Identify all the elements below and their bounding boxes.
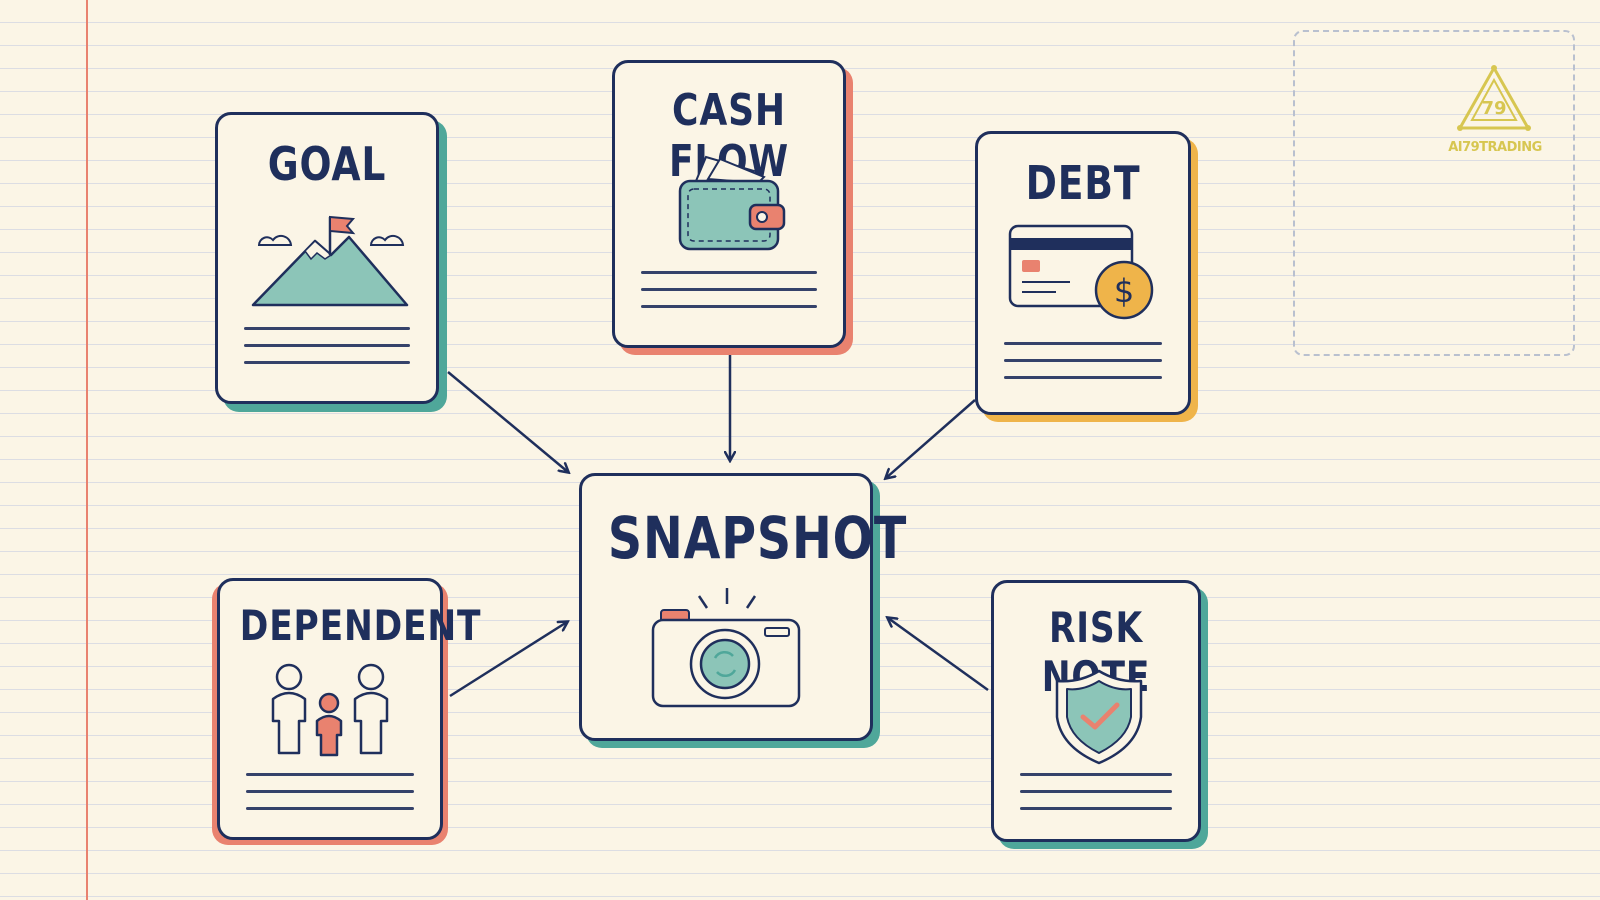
cash-flow-card: CASH FLOW xyxy=(612,60,846,348)
credit-card-icon: $ xyxy=(1008,224,1154,320)
ai79trading-logo-icon: 79 xyxy=(1457,65,1531,131)
camera-icon xyxy=(651,588,801,708)
svg-text:79: 79 xyxy=(1481,98,1506,119)
shield-check-icon xyxy=(1055,669,1143,765)
watermark-placeholder-box xyxy=(1293,30,1575,356)
notebook-margin-line xyxy=(86,0,88,900)
arrow-goal-to-snapshot xyxy=(447,371,568,472)
debt-card-text-lines xyxy=(1004,342,1162,393)
arrow-dependent-to-snapshot xyxy=(449,622,567,698)
snapshot-card-title: SNAPSHOT xyxy=(607,504,908,572)
arrow-debt-to-snapshot xyxy=(886,399,976,478)
mountain-flag-icon xyxy=(251,215,409,307)
wallet-icon xyxy=(678,155,786,251)
dependent-card-text-lines xyxy=(246,773,414,824)
dependent-card: DEPENDENT xyxy=(217,578,482,840)
goal-card-text-lines xyxy=(244,327,410,378)
goal-card-title: GOAL xyxy=(267,137,387,191)
family-icon xyxy=(271,663,389,757)
cash-flow-card-text-lines xyxy=(641,271,817,322)
dependent-card-title: DEPENDENT xyxy=(239,601,482,650)
snapshot-card: SNAPSHOT xyxy=(579,473,908,741)
debt-card: DEBT $ xyxy=(975,131,1191,415)
risk-note-card-text-lines xyxy=(1020,773,1172,824)
risk-note-card: RISK NOTE xyxy=(991,580,1201,842)
debt-card-title: DEBT xyxy=(1025,156,1141,210)
arrow-risknote-to-snapshot xyxy=(888,618,989,692)
svg-text:$: $ xyxy=(1114,272,1134,310)
goal-card: GOAL xyxy=(215,112,439,404)
watermark-text: AI79TRADING xyxy=(1448,140,1542,155)
